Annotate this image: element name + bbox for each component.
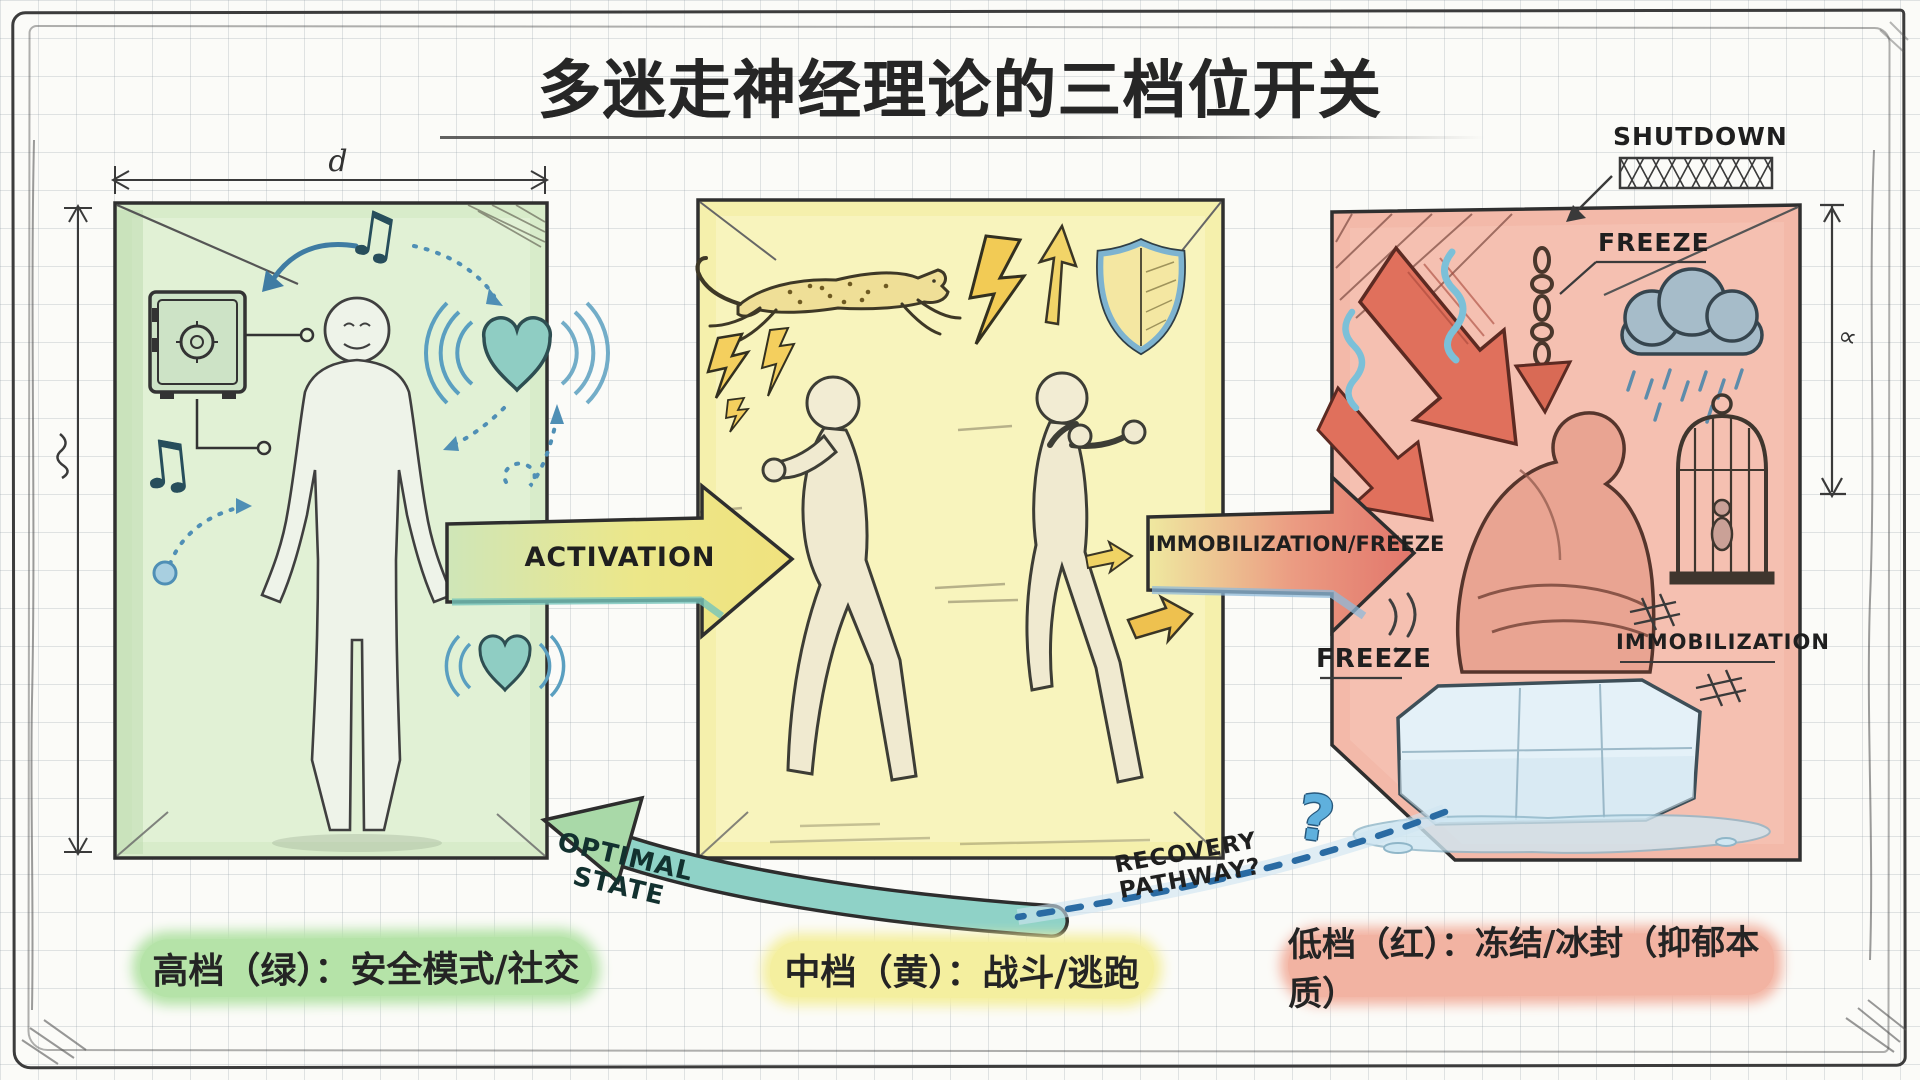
width-dimension-line [110,166,550,194]
small-right-arrow-icon [1084,539,1194,645]
fight-figure [761,375,918,782]
sketch-edge-lines [30,139,1875,1011]
caption-red: 低档（红）：冻结/冰封（抑郁本质） [1288,923,1775,1014]
immobilization-label: IMMOBILIZATION [1616,630,1830,654]
shield-icon [1096,238,1186,356]
heart-sound-waves-icon [423,301,611,405]
immobilization-freeze-arrow [1146,472,1417,637]
left-dimension-line [64,203,92,857]
right-dimension-line [1820,203,1846,499]
rain-cloud-icon [1620,267,1764,424]
left-dimension-scribble-icon [56,433,69,480]
freeze-bottom-label: FREEZE [1316,644,1432,674]
safe-icon [148,290,247,399]
heart-sound-waves-icon-small [444,634,566,698]
music-note-icon: ♫ [341,194,407,275]
lightning-bolt-icon [706,234,1028,433]
curled-person [1455,411,1656,674]
caption-green: 高档（绿）：安全模式/社交 [139,936,593,998]
cold-squiggle-icon [1342,248,1467,412]
caption-yellow: 中档（黄）：战斗/逃跑 [769,940,1155,1000]
optimal-state-arrow [540,795,1069,938]
shutdown-label: SHUTDOWN [1613,122,1788,151]
speed-lines [699,424,1019,604]
freeze-top-callout [1559,260,1706,295]
up-arrow-icon [1037,223,1078,326]
cheetah-icon [695,256,962,342]
question-mark: ? [1293,779,1339,858]
birdcage-icon [1669,393,1775,585]
shiver-marks [1388,592,1417,653]
chain-arrowhead [1513,360,1573,416]
page-title: 多迷走神经理论的三档位开关 [537,54,1383,127]
blue-dot [152,560,178,586]
title-underline [440,136,1485,139]
down-arrow-icon [1316,245,1518,522]
activation-arrow-label: ACTIVATION [524,542,716,573]
ice-block-icon [1352,678,1771,854]
music-note-icon: ♫ [132,423,200,506]
solid-flow-arrowhead [262,270,284,292]
width-dimension-label: d [328,144,348,179]
immobilization-freeze-arrow-label: IMMOBILIZATION/FREEZE [1148,532,1445,556]
corner-hatch-marks [21,21,1909,1065]
crosshatch-marks [1629,593,1747,707]
dashed-arrowheads [236,288,564,514]
flight-figure [1025,371,1147,784]
shutdown-callout [1566,156,1774,222]
down-arrow-hatch [1407,257,1495,345]
solid-flow-arrow [271,242,359,281]
recovery-pathway-line [1014,804,1449,925]
safe-connector-lines [195,327,315,456]
freeze-top-label: FREEZE [1598,228,1710,257]
standing-person [260,296,454,852]
activation-arrow [445,482,795,640]
